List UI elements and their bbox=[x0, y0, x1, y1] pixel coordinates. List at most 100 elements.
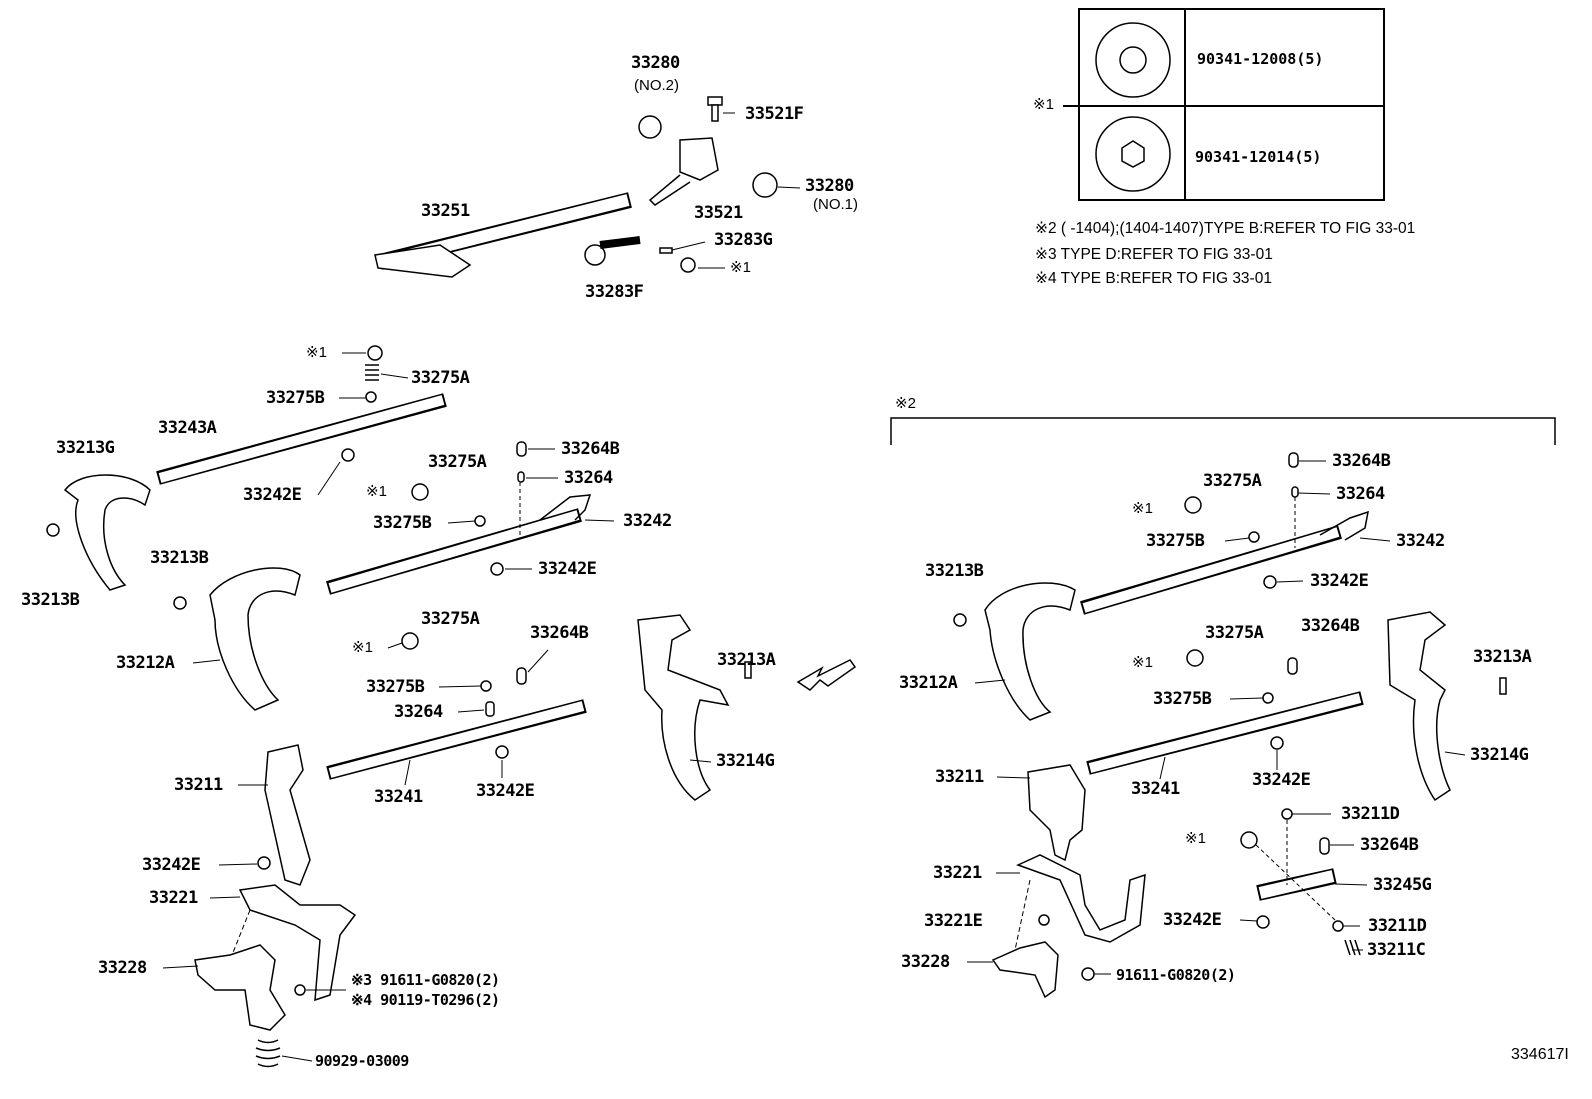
note-2: ※2 ( -1404);(1404-1407)TYPE B:REFER TO F… bbox=[1035, 220, 1416, 237]
part-callout[interactable]: 33242E bbox=[538, 559, 597, 579]
part-callout[interactable]: 33242E bbox=[142, 855, 201, 875]
note-marker: ※1 bbox=[730, 259, 751, 276]
shaft-33242-left bbox=[326, 494, 592, 595]
part-callout[interactable]: 33264 bbox=[394, 702, 443, 722]
note-marker: ※1 bbox=[1185, 830, 1206, 847]
type-b-bracket bbox=[890, 417, 1556, 445]
note-marker: ※1 bbox=[366, 483, 387, 500]
legend-part-number[interactable]: 90341-12008(5) bbox=[1197, 50, 1324, 68]
part-callout[interactable]: 33275A bbox=[1203, 471, 1262, 491]
part-callout[interactable]: 33275A bbox=[421, 609, 480, 629]
part-variant: (NO.1) bbox=[813, 196, 858, 213]
shaft-33243A bbox=[156, 393, 447, 485]
shaft-33245G bbox=[1256, 868, 1337, 901]
part-callout[interactable]: 33275A bbox=[411, 368, 470, 388]
part-callout[interactable]: 33212A bbox=[899, 673, 958, 693]
note-marker: ※2 bbox=[895, 395, 916, 412]
figure-id: 334617I bbox=[1511, 1046, 1569, 1063]
part-callout[interactable]: 33275B bbox=[1146, 531, 1205, 551]
fork-33213G bbox=[63, 474, 151, 591]
fork-33214G bbox=[637, 614, 730, 801]
arm-33221 bbox=[238, 884, 357, 1002]
bracket-33228-right bbox=[991, 941, 1059, 999]
part-callout[interactable]: 33275B bbox=[373, 513, 432, 533]
part-callout[interactable]: 33264 bbox=[1336, 484, 1385, 504]
part-callout[interactable]: 33214G bbox=[716, 751, 775, 771]
part-callout[interactable]: 33242E bbox=[476, 781, 535, 801]
part-callout[interactable]: 33221 bbox=[149, 888, 198, 908]
note-4: ※4 TYPE B:REFER TO FIG 33-01 bbox=[1035, 270, 1272, 287]
legend-part-number[interactable]: 90341-12014(5) bbox=[1195, 148, 1322, 166]
part-callout[interactable]: 33213B bbox=[21, 590, 80, 610]
leader-lines bbox=[162, 112, 1466, 1062]
shaft-33241-left bbox=[326, 699, 587, 780]
part-callout[interactable]: 33280 bbox=[805, 176, 854, 196]
part-callout[interactable]: 33242E bbox=[1310, 571, 1369, 591]
part-callout[interactable]: 33242 bbox=[1396, 531, 1445, 551]
part-callout[interactable]: 33242E bbox=[1163, 910, 1222, 930]
part-callout[interactable]: 33275B bbox=[366, 677, 425, 697]
arm-33221-right bbox=[1016, 854, 1146, 943]
part-callout[interactable]: 33228 bbox=[98, 958, 147, 978]
part-callout[interactable]: 33212A bbox=[116, 653, 175, 673]
part-callout[interactable]: 33243A bbox=[158, 418, 217, 438]
part-callout[interactable]: 33264B bbox=[1332, 451, 1391, 471]
part-callout[interactable]: 33241 bbox=[1131, 779, 1180, 799]
part-callout[interactable]: 33245G bbox=[1373, 875, 1432, 895]
part-callout[interactable]: 33213A bbox=[717, 650, 776, 670]
part-callout[interactable]: ※3 91611-G0820(2) bbox=[351, 971, 500, 989]
part-callout[interactable]: 33283F bbox=[585, 282, 644, 302]
part-callout[interactable]: 33211C bbox=[1367, 940, 1426, 960]
shaft-33241-right bbox=[1086, 691, 1364, 775]
part-callout[interactable]: 33264 bbox=[564, 468, 613, 488]
part-callout[interactable]: 91611-G0820(2) bbox=[1116, 966, 1236, 984]
part-callout[interactable]: 33283G bbox=[714, 230, 773, 250]
part-callout[interactable]: 33264B bbox=[561, 439, 620, 459]
part-callout[interactable]: 33214G bbox=[1470, 745, 1529, 765]
part-callout[interactable]: 33264B bbox=[1360, 835, 1419, 855]
part-callout[interactable]: 33213A bbox=[1473, 647, 1532, 667]
part-callout[interactable]: 33221E bbox=[924, 911, 983, 931]
part-callout[interactable]: 33275B bbox=[1153, 689, 1212, 709]
fork-33214G-right bbox=[1387, 611, 1451, 802]
part-callout[interactable]: 33521F bbox=[745, 104, 804, 124]
part-callout[interactable]: 33264B bbox=[1301, 616, 1360, 636]
shaft-33251 bbox=[374, 192, 632, 278]
spring-90929-03009 bbox=[255, 1039, 281, 1068]
bracket-33228 bbox=[194, 944, 286, 1031]
part-callout[interactable]: 33211 bbox=[174, 775, 223, 795]
part-callout[interactable]: 90929-03009 bbox=[315, 1052, 409, 1070]
part-callout[interactable]: 33242 bbox=[623, 511, 672, 531]
part-callout[interactable]: 33275B bbox=[266, 388, 325, 408]
part-callout[interactable]: 33211D bbox=[1341, 804, 1400, 824]
part-callout[interactable]: ※4 90119-T0296(2) bbox=[351, 991, 500, 1009]
part-callout[interactable]: 33228 bbox=[901, 952, 950, 972]
part-callout[interactable]: 33275A bbox=[428, 452, 487, 472]
legend-marker: ※1 bbox=[1033, 96, 1054, 113]
part-callout[interactable]: 33213B bbox=[925, 561, 984, 581]
part-callout[interactable]: 33275A bbox=[1205, 623, 1264, 643]
direction-arrow-icon bbox=[796, 659, 857, 691]
part-callout[interactable]: 33211 bbox=[935, 767, 984, 787]
part-callout[interactable]: 33213G bbox=[56, 438, 115, 458]
note-marker: ※1 bbox=[1132, 654, 1153, 671]
part-callout[interactable]: 33280 bbox=[631, 53, 680, 73]
part-callout[interactable]: 33521 bbox=[694, 203, 743, 223]
part-callout[interactable]: 33221 bbox=[933, 863, 982, 883]
part-callout[interactable]: 33242E bbox=[243, 485, 302, 505]
small-parts bbox=[46, 96, 1507, 996]
legend-table-frame bbox=[1063, 8, 1385, 201]
fork-33212A-right bbox=[984, 582, 1076, 721]
torx-head-icon bbox=[1095, 22, 1171, 98]
part-callout[interactable]: 33241 bbox=[374, 787, 423, 807]
part-callout[interactable]: 33211D bbox=[1368, 916, 1427, 936]
fork-33212A bbox=[209, 567, 301, 711]
part-callout[interactable]: 33242E bbox=[1252, 770, 1311, 790]
part-callout[interactable]: 33251 bbox=[421, 201, 470, 221]
lever-33211 bbox=[264, 744, 311, 886]
part-callout[interactable]: 33213B bbox=[150, 548, 209, 568]
part-callout[interactable]: 33264B bbox=[530, 623, 589, 643]
note-3: ※3 TYPE D:REFER TO FIG 33-01 bbox=[1035, 246, 1273, 263]
